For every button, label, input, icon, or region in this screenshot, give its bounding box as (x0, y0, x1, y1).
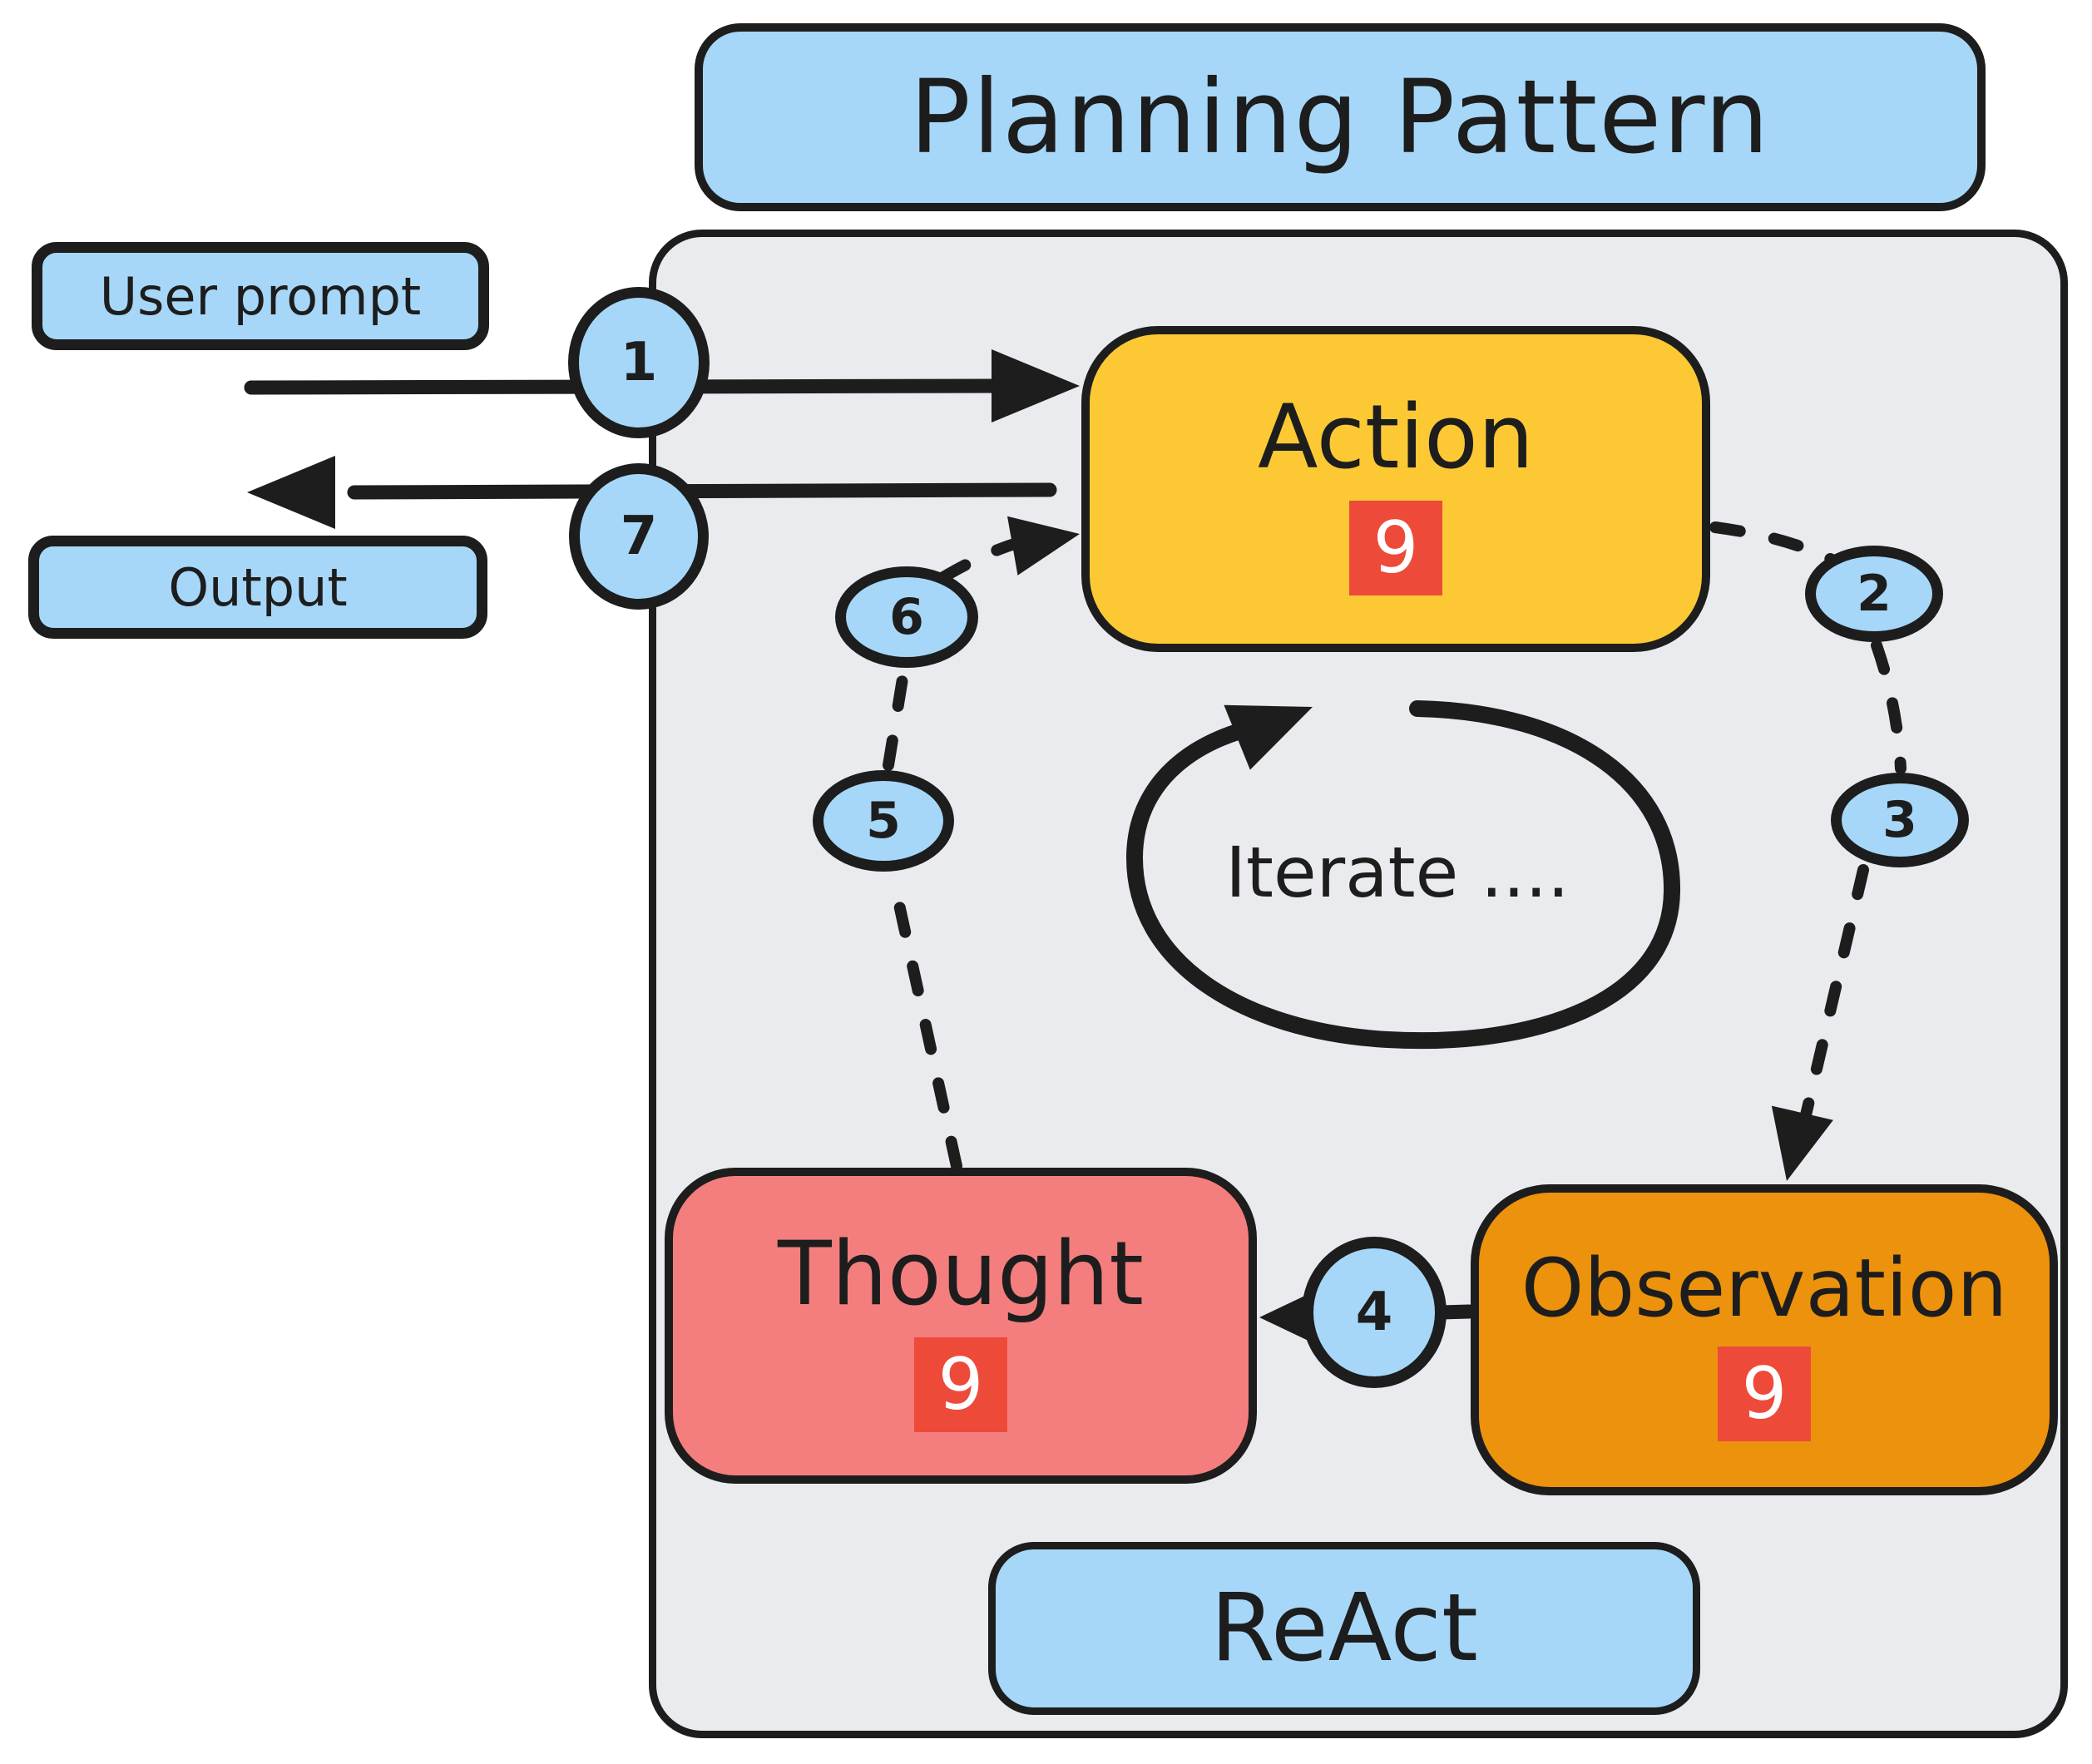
step-1-number: 1 (620, 332, 658, 393)
action-badge-icon: 9 (1349, 501, 1442, 596)
step-7-number: 7 (620, 506, 658, 567)
step-circle-6: 6 (835, 566, 978, 668)
dashed-connector-step5-to-step6 (883, 668, 909, 771)
observation-label: Observation (1521, 1242, 2008, 1335)
arrow-action-to-output-head (247, 456, 335, 529)
user-prompt-box: User prompt (32, 242, 489, 350)
step-2-number: 2 (1857, 565, 1892, 623)
dashed-connector-step2-to-step3 (1871, 640, 1907, 774)
title-banner-label: Planning Pattern (909, 58, 1771, 176)
action-label: Action (1258, 385, 1534, 488)
iterate-loop-arrowhead (1224, 704, 1313, 770)
action-node: Action 9 (1081, 326, 1710, 652)
step-4-number: 4 (1355, 1282, 1393, 1343)
dashed-arrow-step6-to-action-head (1006, 516, 1080, 576)
arrow-action-to-output (347, 482, 1057, 500)
step-circle-5: 5 (813, 770, 954, 872)
thought-node: Thought 9 (665, 1168, 1257, 1484)
step-circle-2: 2 (1805, 546, 1943, 642)
step-circle-1: 1 (568, 287, 710, 438)
thought-badge-icon: 9 (914, 1337, 1007, 1433)
output-box: Output (28, 536, 487, 639)
arrow-user-prompt-to-action-head (992, 349, 1080, 422)
iterate-loop-arrow (1125, 700, 1681, 1050)
observation-badge-icon: 9 (1718, 1346, 1811, 1441)
dashed-connector-thought-to-step5 (888, 872, 962, 1172)
step-circle-3: 3 (1831, 773, 1969, 867)
user-prompt-label: User prompt (99, 265, 422, 327)
dashed-arrow-step3-to-observation-head (1771, 1105, 1833, 1181)
step-3-number: 3 (1882, 791, 1917, 849)
dashed-arrow-step3-to-observation (1796, 864, 1869, 1139)
iterate-label: Iterate .... (1225, 832, 1570, 913)
thought-label: Thought (778, 1222, 1144, 1325)
react-banner-label: ReAct (1210, 1574, 1478, 1682)
step-5-number: 5 (866, 792, 901, 850)
step-circle-7: 7 (569, 463, 709, 610)
title-banner: Planning Pattern (695, 23, 1986, 211)
observation-node: Observation 9 (1471, 1184, 2058, 1495)
react-banner: ReAct (988, 1542, 1700, 1715)
output-label: Output (168, 556, 348, 618)
step-6-number: 6 (889, 588, 924, 646)
dashed-connector-action-to-step2 (1709, 521, 1842, 568)
step-circle-4: 4 (1302, 1237, 1447, 1388)
